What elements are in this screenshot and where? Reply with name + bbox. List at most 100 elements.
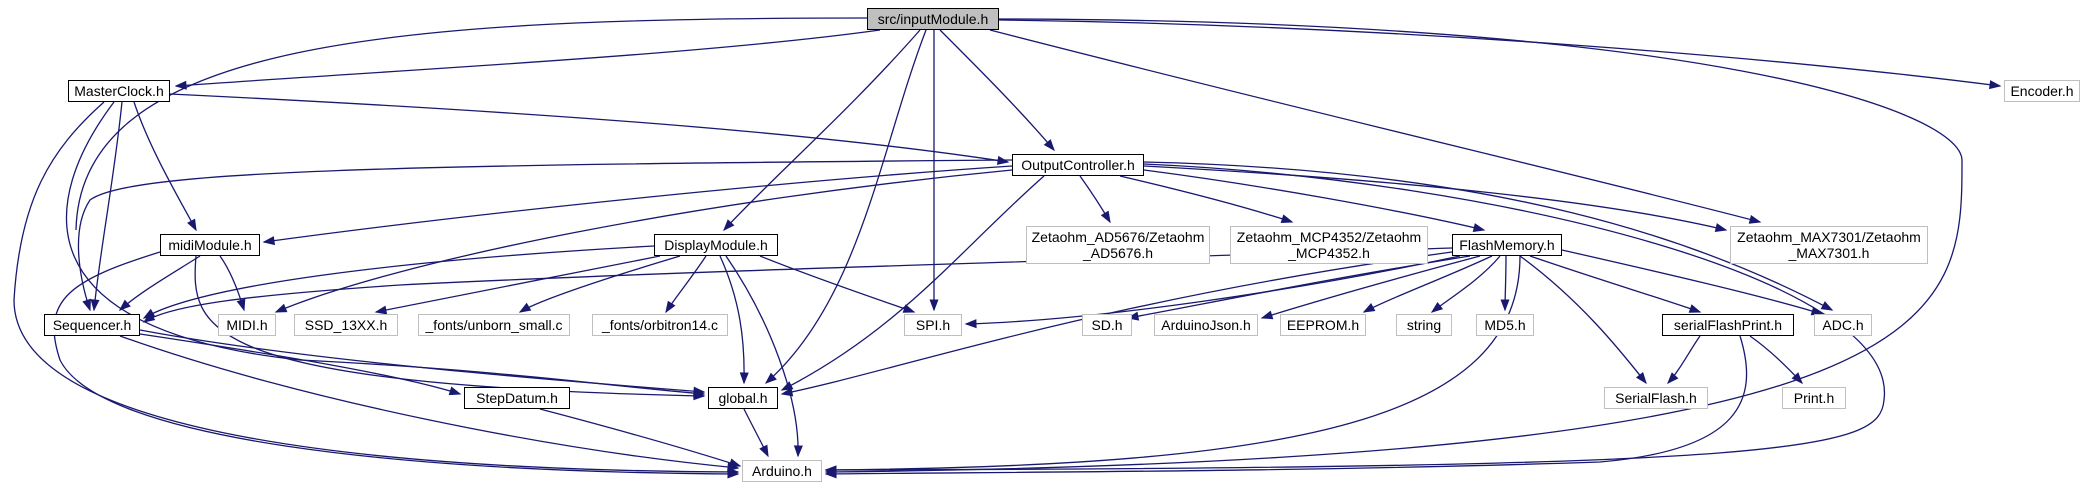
edge-arrowhead [1362,303,1376,313]
edge-displaymodule-to-arduino [725,255,803,458]
edge-displaymodule-to-spi [759,255,916,313]
edge-line [781,175,1045,391]
edge-arrowhead [1688,304,1702,313]
node-midimodule-h[interactable]: midiModule.h [160,234,260,256]
edge-arrowhead [739,372,749,385]
edge-outputcontroller-to-global [780,175,1045,391]
edge-line [1363,255,1493,313]
edge-line [1143,161,1833,311]
edge-arrowhead [374,305,388,315]
node-flashmemory-h[interactable]: FlashMemory.h [1452,234,1562,256]
node-global-h[interactable]: global.h [708,387,778,409]
edge-line [53,251,739,475]
node-md5-h: MD5.h [1476,314,1534,336]
edge-arrowhead [964,319,977,329]
node-stepdatum-h[interactable]: StepDatum.h [464,387,570,409]
node-adc-h: ADC.h [1814,314,1872,336]
edge-serialflashprint-to-arduino [824,335,1748,479]
node-fonts-orbitron14-c: _fonts/orbitron14.c [592,314,728,336]
edge-line [825,18,1963,473]
edge-line [1431,255,1501,313]
node-spi-h: SPI.h [904,314,962,336]
node-src-inputmodule-h[interactable]: src/inputModule.h [867,8,999,30]
edge-line [998,19,2001,87]
edge-line [825,335,1748,475]
edge-line [93,101,123,311]
edge-line [1519,255,1647,384]
edge-root-to-global [764,29,927,384]
edge-line [765,29,927,384]
edge-line [139,333,461,395]
edge-displaymodule-to-ssd13xx [374,255,661,315]
edge-arrowhead [1430,301,1444,313]
edge-arrowhead [1714,223,1728,232]
edge-arrowhead [118,299,131,311]
edge-arrowhead [727,469,740,479]
edge-outputcontroller-to-midimodule [262,165,1013,246]
edge-line [1261,255,1481,319]
edge-line [1119,175,1293,223]
edge-stepdatum-to-arduino [539,408,742,468]
edge-line [539,408,741,467]
edge-arrowhead [764,372,777,384]
edge-sequencer-to-stepdatum [139,333,462,396]
edge-line [519,255,681,313]
edge-arrowhead [90,299,100,312]
edge-line [75,17,868,231]
edge-arrowhead [187,218,197,232]
edge-outputcontroller-to-sequencer [77,159,1013,312]
edge-displaymodule-to-orbitron [665,255,707,314]
edge-line [77,159,1013,311]
edge-midimodule-to-sequencer [118,255,201,311]
edge-root-to-max7301 [989,29,1762,224]
edge-masterclock-to-sequencer [90,101,123,312]
edge-line [939,29,1055,151]
edge-line [1143,165,1727,231]
edge-root-to-sequencer [75,17,868,231]
edge-serialflashprint-to-serialflash [1667,335,1701,385]
edge-arrowhead [448,386,462,396]
edge-arrowhead [82,298,91,312]
node-zetaohm-mcp4352-h: Zetaohm_MCP4352/Zetaohm _MCP4352.h [1230,226,1428,264]
node-displaymodule-h[interactable]: DisplayModule.h [654,234,778,256]
edge-line [13,101,739,473]
edge-outputcontroller-to-mcp4352 [1119,175,1294,224]
node-outputcontroller-h[interactable]: OutputController.h [1012,154,1144,176]
node-serialflashprint-h[interactable]: serialFlashPrint.h [1662,314,1794,336]
edge-line [139,329,705,393]
edge-outputcontroller-to-max7301 [1143,165,1728,232]
edge-arrowhead [693,386,706,396]
edge-arrowhead [723,219,735,232]
edge-arrowhead [174,80,187,90]
edge-root-to-encoder [998,19,2002,90]
edge-arrowhead [236,298,246,312]
edge-root-to-masterclock [174,29,881,90]
edge-displaymodule-to-unborn [518,255,681,313]
edge-arrowhead [1748,214,1762,224]
edge-serialflashprint-to-print [1749,335,1803,385]
edge-masterclock-to-arduino [13,101,740,477]
edge-arrowhead [929,299,939,312]
node-midi-h: MIDI.h [218,314,276,336]
edge-arrowhead [1635,371,1647,385]
edge-line [759,255,915,313]
node-masterclock-h[interactable]: MasterClock.h [68,80,170,102]
edge-root-to-outputcontroller [939,29,1055,152]
edge-root-to-spi [929,29,939,312]
edge-displaymodule-to-global [719,255,749,385]
edge-line [275,169,1013,313]
edge-line [375,255,661,313]
edge-outputcontroller-to-flashmemory [1143,169,1486,232]
node-print-h: Print.h [1782,387,1846,409]
edge-line [725,255,799,457]
edge-arrowhead [1472,223,1486,232]
node-string: string [1396,314,1452,336]
node-sd-h: SD.h [1082,314,1132,336]
edge-line [1561,249,1823,315]
edge-flashmemory-to-serialflashprint [1529,255,1702,313]
edge-arrowhead [1989,80,2002,90]
node-sequencer-h[interactable]: Sequencer.h [44,314,140,336]
edge-arrowhead [665,300,676,314]
edge-line [723,29,921,231]
